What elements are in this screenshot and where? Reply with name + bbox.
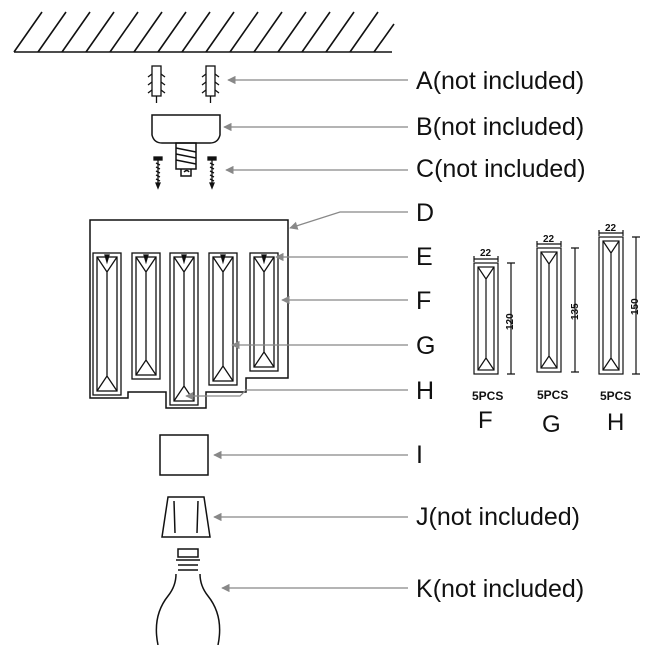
crystal-h-width: 22 bbox=[605, 223, 617, 234]
crystal-rod-4 bbox=[208, 252, 238, 386]
crystal-spec-g: 22 135 5PCS G bbox=[536, 234, 581, 438]
crystal-f-letter: F bbox=[478, 407, 493, 434]
part-labels: A(not included) B(not included) C(not in… bbox=[416, 67, 586, 603]
crystal-rod-5 bbox=[249, 252, 279, 372]
svg-text:I: I bbox=[416, 441, 423, 469]
leader-arrows bbox=[185, 75, 408, 593]
part-letter-g: G bbox=[416, 332, 435, 360]
svg-text:A(not included): A(not included) bbox=[416, 67, 584, 95]
crystal-h-qty: 5PCS bbox=[600, 389, 631, 403]
wall-anchor-right bbox=[201, 65, 220, 103]
crystal-spec-h: 22 150 5PCS H bbox=[598, 223, 641, 436]
part-letter-i: I bbox=[416, 441, 423, 469]
crystal-spec-f: 22 120 5PCS F bbox=[472, 248, 516, 434]
crystal-h-length: 150 bbox=[630, 298, 641, 315]
crystal-g-qty: 5PCS bbox=[537, 388, 568, 402]
crystal-g-letter: G bbox=[542, 411, 561, 438]
screw-right bbox=[207, 156, 217, 190]
crystal-f-length: 120 bbox=[505, 313, 516, 330]
crystal-rod-3 bbox=[169, 252, 199, 406]
svg-text:B(not included): B(not included) bbox=[416, 113, 584, 141]
part-letter-b: B bbox=[416, 113, 433, 141]
crystal-f-qty: 5PCS bbox=[472, 389, 503, 403]
part-note-c: (not included) bbox=[434, 155, 585, 183]
crystal-g-length: 135 bbox=[570, 303, 581, 320]
part-note-j: (not included) bbox=[429, 503, 580, 531]
svg-text:E: E bbox=[416, 243, 433, 271]
socket-sleeve bbox=[159, 434, 209, 476]
part-letter-j: J bbox=[416, 503, 429, 531]
lamp-socket bbox=[161, 496, 211, 538]
ceiling bbox=[13, 11, 395, 53]
part-letter-c: C bbox=[416, 155, 434, 183]
part-letter-d: D bbox=[416, 199, 434, 227]
hook-marks bbox=[104, 254, 267, 265]
svg-text:G: G bbox=[416, 332, 435, 360]
crystal-g-width: 22 bbox=[543, 234, 555, 245]
svg-text:J(not included): J(not included) bbox=[416, 503, 580, 531]
part-letter-k: K bbox=[416, 575, 433, 603]
crystal-h-letter: H bbox=[607, 409, 624, 436]
crystal-rod-2 bbox=[131, 252, 161, 380]
part-note-k: (not included) bbox=[433, 575, 584, 603]
svg-text:F: F bbox=[416, 287, 431, 315]
svg-text:H: H bbox=[416, 377, 434, 405]
part-letter-h: H bbox=[416, 377, 434, 405]
part-letter-f: F bbox=[416, 287, 431, 315]
ceiling-canopy bbox=[151, 114, 221, 177]
crystal-rod-1 bbox=[92, 252, 122, 396]
lamp-frame bbox=[89, 219, 289, 409]
svg-text:K(not included): K(not included) bbox=[416, 575, 584, 603]
screw-left bbox=[153, 156, 163, 190]
svg-text:C(not included): C(not included) bbox=[416, 155, 586, 183]
frame-crystals bbox=[92, 252, 279, 406]
part-letter-e: E bbox=[416, 243, 433, 271]
part-note-a: (not included) bbox=[433, 67, 584, 95]
crystal-f-width: 22 bbox=[480, 248, 492, 259]
light-bulb bbox=[155, 548, 221, 645]
part-note-b: (not included) bbox=[433, 113, 584, 141]
part-letter-a: A bbox=[416, 67, 433, 95]
wall-anchor-left bbox=[147, 65, 166, 103]
svg-text:D: D bbox=[416, 199, 434, 227]
